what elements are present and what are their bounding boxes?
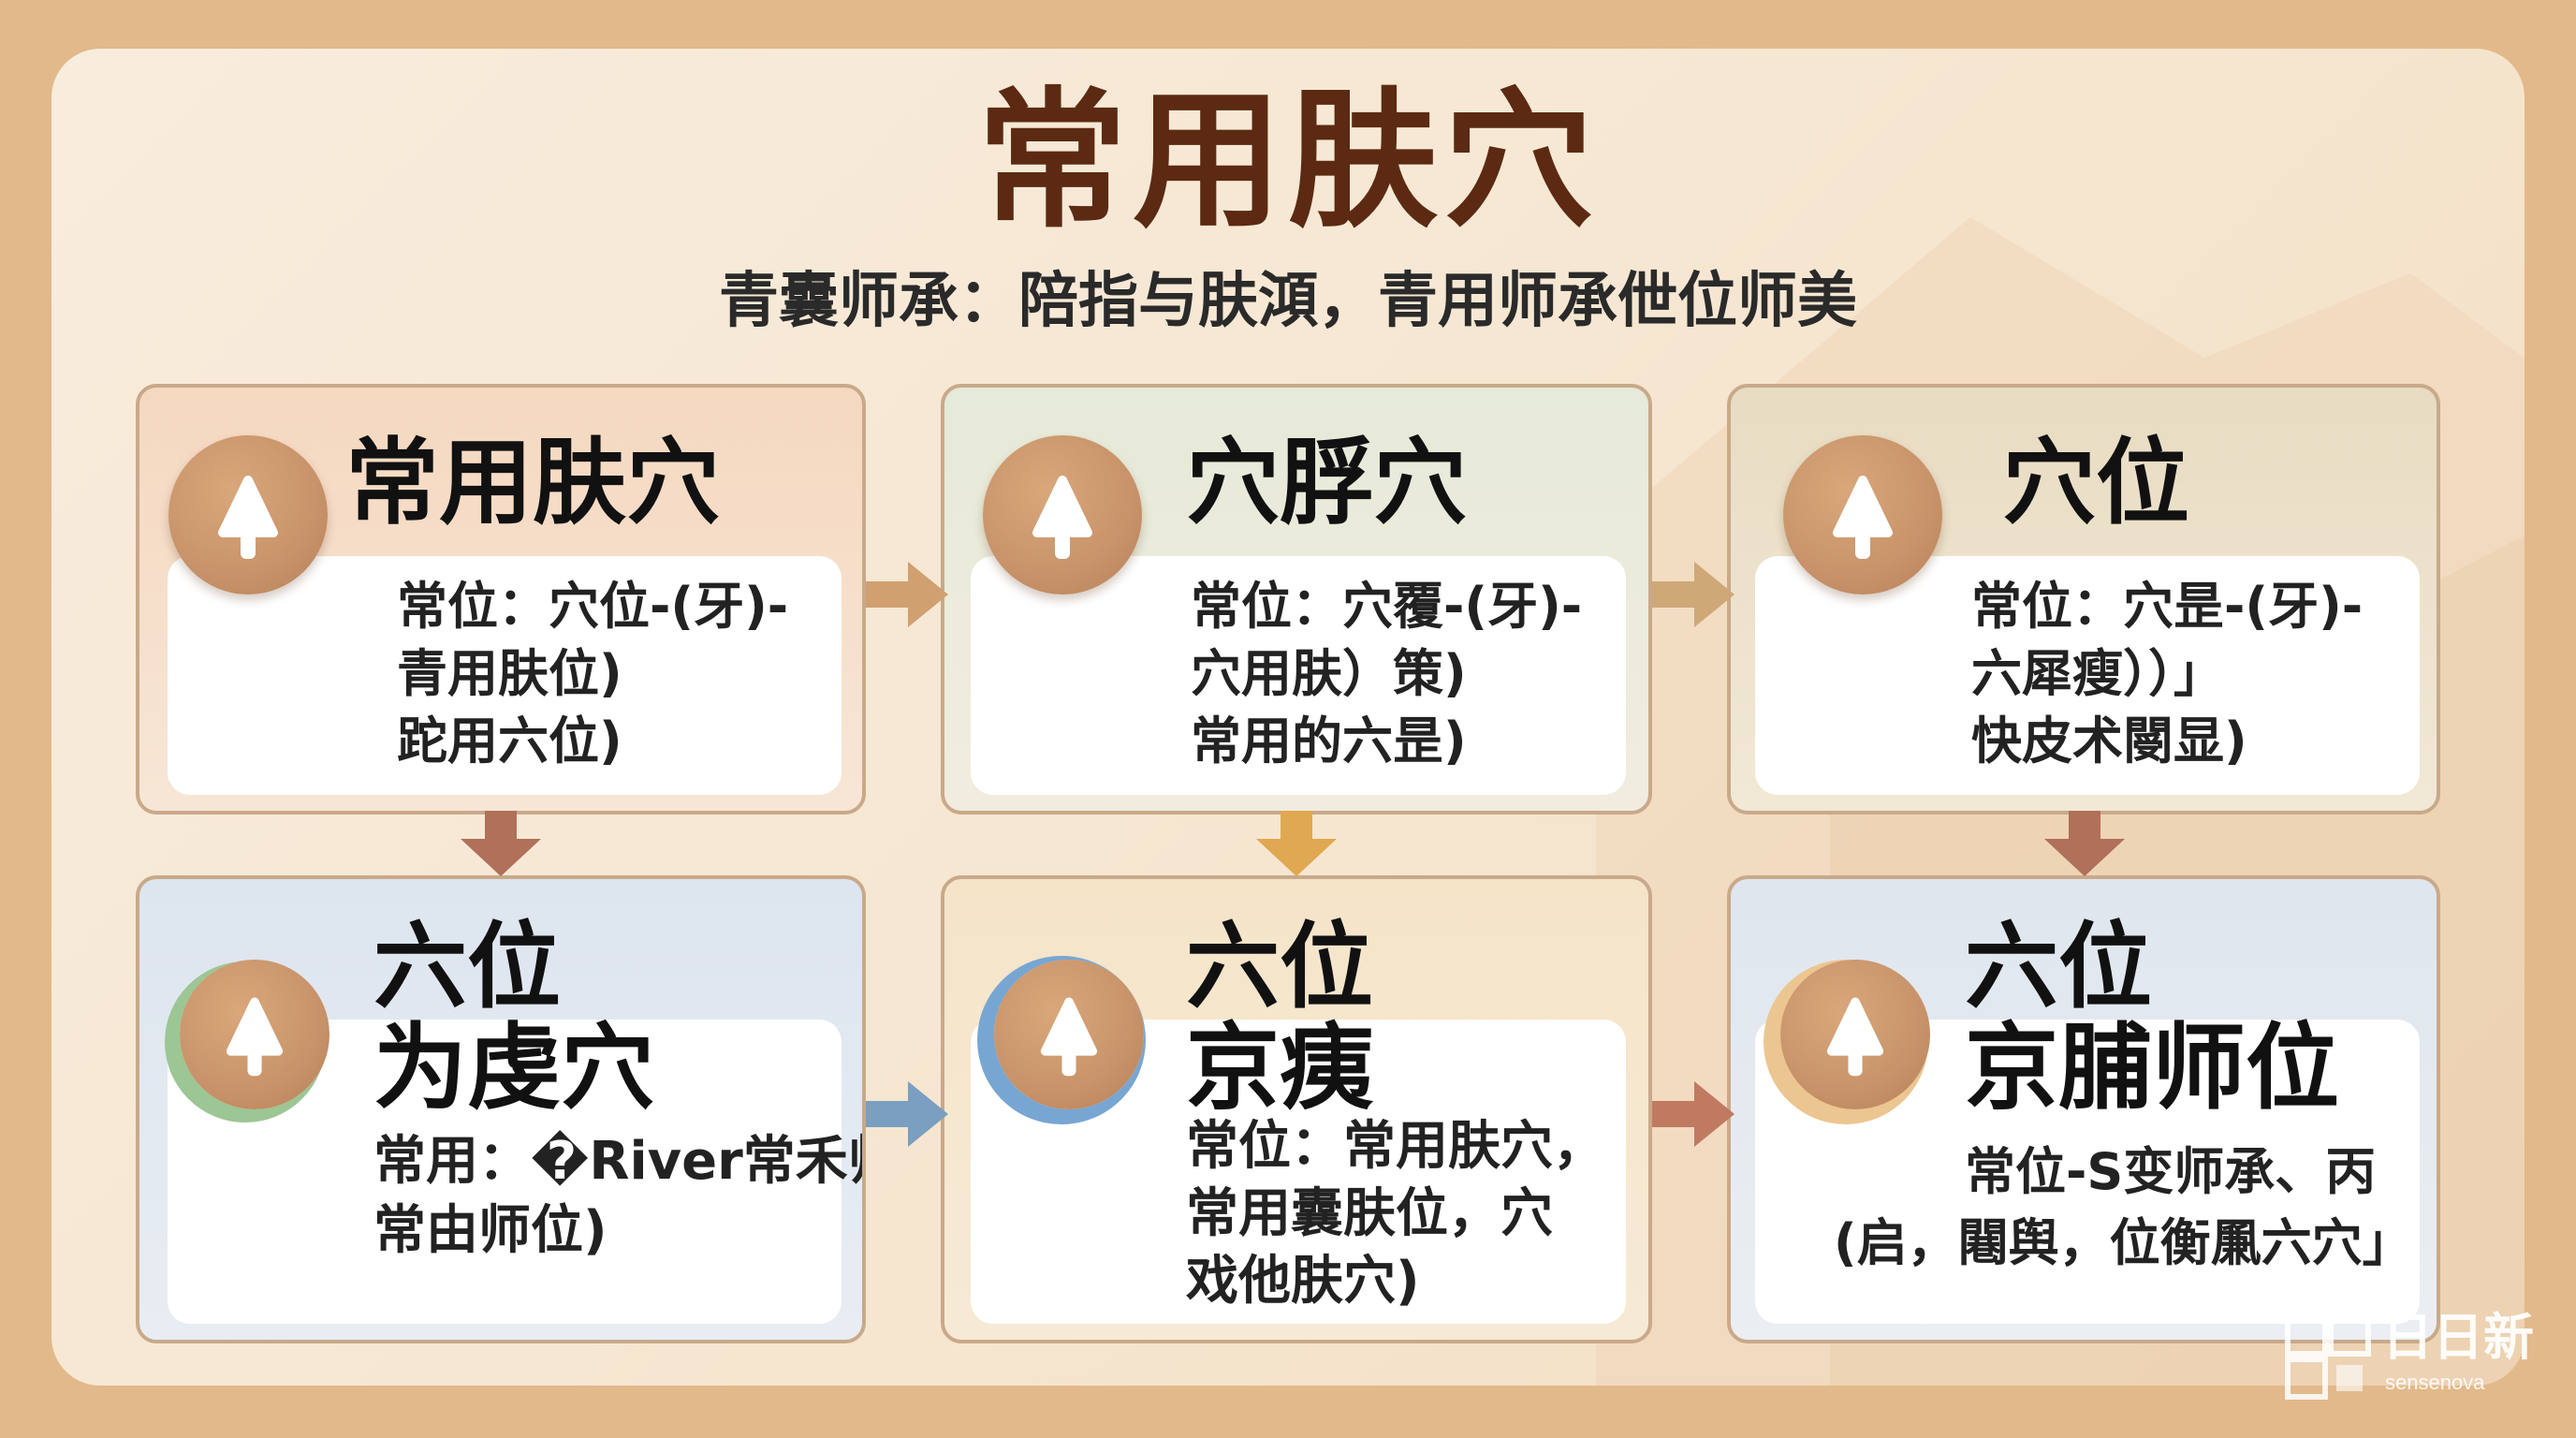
card-4: 六位 为虔穴 常用：�River常禾师承， 常由师位)	[136, 875, 866, 1343]
card-3-line-3: 快皮术閿显)	[1971, 712, 2247, 770]
card-2-line-2: 穴用肤）策)	[1191, 644, 1467, 703]
watermark-logo: 日日新 sensenova	[2284, 1311, 2555, 1404]
card-3-mushroom-icon	[1783, 435, 1942, 594]
card-4-heading-line-2: 为虔穴	[373, 1013, 654, 1123]
card-6-line-2: (启，闀舆，位衡凲六穴」	[1834, 1213, 2413, 1272]
watermark-subtext: sensenova	[2385, 1371, 2485, 1394]
card-4-body: 常用：�River常禾师承， 常由师位)	[373, 1127, 862, 1266]
card-4-heading: 六位 为虔穴	[373, 917, 654, 1119]
arrow-right-icon	[866, 562, 948, 627]
card-6-heading-line-2: 京脯师位	[1965, 1013, 2339, 1123]
card-6: 六位 京脯师位 常位-S变师承、丙 (启，闀舆，位衡凲六穴」	[1727, 875, 2440, 1343]
card-1-heading: 常用肤穴	[345, 428, 720, 537]
arrow-right-icon	[1652, 1081, 1734, 1147]
card-5-line-1: 常位：常用肤穴，	[1186, 1116, 1605, 1177]
arrow-right-icon	[1652, 562, 1734, 627]
card-1-line-2: 青用肤位)	[397, 644, 622, 703]
card-5-heading-line-1: 六位	[1186, 912, 1373, 1021]
card-6-body: 常位-S变师承、丙 (启，闀舆，位衡凲六穴」	[1834, 1137, 2413, 1279]
card-4-mushroom-icon	[180, 960, 329, 1109]
card-6-line-1: 常位-S变师承、丙	[1965, 1142, 2377, 1201]
card-2-mushroom-icon	[983, 435, 1142, 594]
card-2: 穴脬穴 常位：穴覆-(牙)- 穴用肤）策) 常用的六昰)	[941, 384, 1652, 814]
card-2-line-3: 常用的六昰)	[1191, 712, 1467, 770]
card-1-body: 常位：穴位-(牙)- 青用肤位) 跎用六位)	[397, 573, 788, 775]
card-2-heading: 穴脬穴	[1186, 428, 1467, 537]
card-5-body: 常位：常用肤穴， 常用囊肤位，穴 戏他肤穴)	[1186, 1113, 1605, 1315]
card-3-line-2: 六犀瘦））」	[1971, 644, 2224, 703]
card-3-content	[1755, 556, 2420, 795]
card-3-heading: 穴位	[2002, 428, 2189, 537]
card-1-content	[168, 556, 842, 795]
card-5-line-2: 常用囊肤位，穴	[1186, 1183, 1553, 1244]
card-2-line-1: 常位：穴覆-(牙)-	[1191, 577, 1583, 636]
arrow-down-icon	[2044, 811, 2125, 876]
card-6-heading-line-1: 六位	[1965, 912, 2152, 1021]
card-3-body: 常位：穴昰-(牙)- 六犀瘦））」 快皮术閿显)	[1971, 573, 2363, 775]
card-5-line-3: 戏他肤穴)	[1186, 1251, 1420, 1312]
arrow-right-icon	[866, 1081, 948, 1147]
card-4-heading-line-1: 六位	[373, 912, 561, 1021]
card-5-mushroom-icon	[994, 960, 1144, 1109]
card-1-line-3: 跎用六位)	[397, 712, 622, 770]
page-subtitle: 青囊师承：陪指与肤澒，青用师承伳位师美	[719, 267, 1857, 336]
logo-mark-icon	[2285, 1313, 2371, 1400]
card-5-heading: 六位 京痍	[1186, 917, 1373, 1119]
card-4-line-2: 常由师位)	[373, 1200, 607, 1261]
card-5: 六位 京痍 常位：常用肤穴， 常用囊肤位，穴 戏他肤穴)	[941, 875, 1652, 1343]
arrow-down-icon	[461, 811, 541, 876]
card-1-line-1: 常位：穴位-(牙)-	[397, 577, 789, 636]
card-2-content	[971, 556, 1626, 795]
card-6-heading: 六位 京脯师位	[1965, 917, 2339, 1119]
card-4-line-1: 常用：�River常禾师承，	[373, 1131, 862, 1192]
card-5-heading-line-2: 京痍	[1186, 1013, 1373, 1123]
page-title: 常用肤穴	[976, 73, 1599, 248]
card-6-mushroom-icon	[1780, 960, 1930, 1109]
card-2-body: 常位：穴覆-(牙)- 穴用肤）策) 常用的六昰)	[1191, 573, 1582, 775]
card-3-line-1: 常位：穴昰-(牙)-	[1971, 577, 2364, 636]
watermark-text: 日日新	[2382, 1308, 2534, 1367]
card-1-mushroom-icon	[168, 435, 328, 594]
arrow-down-icon	[1256, 811, 1337, 876]
